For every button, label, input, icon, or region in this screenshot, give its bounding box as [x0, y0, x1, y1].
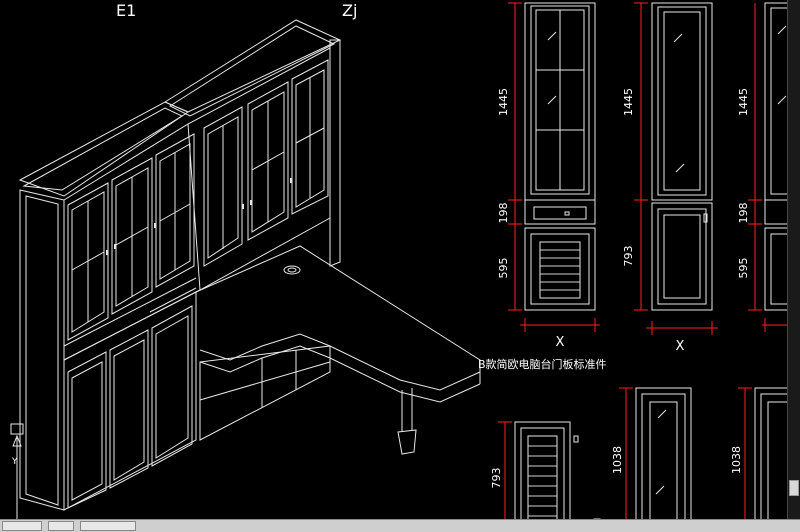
vertical-scrollbar[interactable]	[787, 0, 800, 520]
view-label-right: Zj	[342, 1, 357, 20]
dim-col1-top: 1445	[497, 88, 510, 116]
tab-model[interactable]	[2, 521, 42, 531]
tab-layout-1[interactable]	[48, 521, 74, 531]
desk-shelf-unit	[199, 345, 331, 441]
elevation-column-3	[748, 2, 800, 332]
dim-lower1: 793	[490, 468, 503, 489]
glass-door-6	[291, 59, 329, 215]
dim-col2-width: X	[676, 339, 685, 354]
glass-door-3	[155, 133, 195, 288]
glass-door-5	[247, 81, 289, 241]
glass-door-2	[111, 157, 153, 315]
lower-door-1	[67, 351, 107, 509]
lower-door-3	[151, 305, 193, 467]
dim-lower2: 1038	[611, 446, 624, 474]
elevation-column-1	[508, 2, 600, 332]
dim-col3-mid: 198	[737, 203, 750, 224]
dim-col1-bottom: 595	[497, 258, 510, 279]
dim-col2-top: 1445	[622, 88, 635, 116]
ucs-y-label: Y	[11, 457, 18, 467]
isometric-cabinet-drawing	[18, 19, 481, 511]
tab-layout-2[interactable]	[80, 521, 136, 531]
scrollbar-thumb[interactable]	[789, 480, 799, 496]
dim-col1-width: X	[556, 335, 565, 350]
dim-col3-top: 1445	[737, 88, 750, 116]
dim-lower3: 1038	[730, 446, 743, 474]
elevation-column-2	[634, 2, 718, 335]
desk-top	[195, 245, 481, 403]
panel-title: B款简欧电脑台门板标准件	[478, 357, 607, 371]
lower-elevation-1	[498, 421, 601, 532]
desk-leg	[397, 388, 417, 455]
view-label-left: E1	[116, 1, 136, 20]
ucs-icon	[10, 423, 50, 523]
dim-col2-bottom: 793	[622, 246, 635, 267]
lower-door-2	[109, 329, 149, 489]
layout-tab-bar	[0, 519, 800, 532]
dim-col3-bottom: 595	[737, 258, 750, 279]
glass-door-4	[203, 106, 243, 267]
glass-door-1	[67, 182, 109, 341]
lower-elevation-2	[619, 387, 692, 532]
dim-col1-mid: 198	[497, 203, 510, 224]
